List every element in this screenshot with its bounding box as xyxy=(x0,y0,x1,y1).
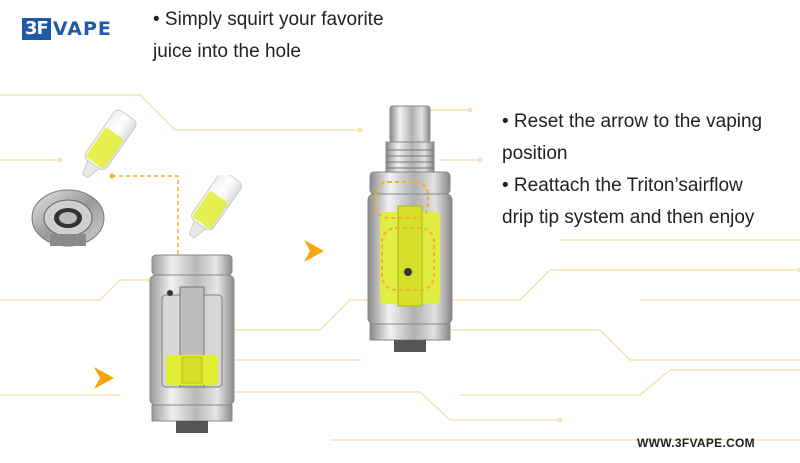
brand-logo: 3F VAPE xyxy=(22,17,112,41)
fill-instructions: • Simply squirt your favorite juice into… xyxy=(153,4,384,68)
finish-instructions: • Reset the arrow to the vaping position… xyxy=(502,106,762,234)
fill-bullet: • Simply squirt your favorite xyxy=(153,9,384,30)
logo-text: VAPE xyxy=(52,18,112,40)
tank-filling-illustration xyxy=(149,175,242,433)
assembled-tank-illustration xyxy=(367,105,453,352)
logo-mark: 3F xyxy=(22,18,51,40)
tank-top-view-illustration xyxy=(31,109,137,247)
reset-arrow-bullet: • Reset the arrow to the vaping xyxy=(502,111,763,132)
reattach-bullet-cont: drip tip system and then enjoy xyxy=(502,207,755,228)
next-arrow-icon xyxy=(304,240,324,262)
reattach-bullet: • Reattach the Triton’sairflow xyxy=(502,175,743,196)
website-url: WWW.3FVAPE.COM xyxy=(637,436,755,450)
next-arrow-icon xyxy=(94,367,114,389)
dashed-guide-line xyxy=(110,173,179,254)
fill-bullet-cont: juice into the hole xyxy=(153,41,301,62)
reset-arrow-bullet-cont: position xyxy=(502,143,568,164)
